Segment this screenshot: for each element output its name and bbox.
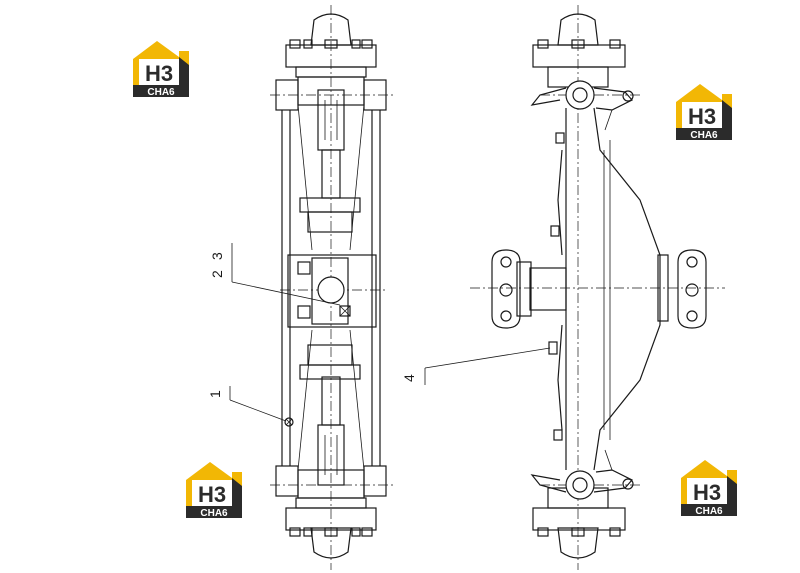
logo-word: CHA6 [690,130,718,141]
logo-word: CHA6 [147,87,175,98]
callout-3: 3 [209,252,225,260]
house-logo-icon: H3 CHA6 [681,460,737,517]
logo-word: CHA6 [695,506,723,517]
watermark-logo: H3 CHA6 [129,37,193,99]
logo-mark: H3 [688,104,716,129]
logo-mark: H3 [198,482,226,507]
house-logo-icon: H3 CHA6 [186,462,242,519]
watermark-logo: H3 CHA6 [677,456,741,518]
callout-leader-right [424,347,551,385]
callout-1: 1 [207,390,223,398]
left-view [270,5,395,570]
right-view [470,5,725,570]
callout-2: 2 [209,270,225,278]
house-logo-icon: H3 CHA6 [133,41,189,98]
house-logo-icon: H3 CHA6 [676,84,732,141]
watermark-logo: H3 CHA6 [672,80,736,142]
callout-4: 4 [401,374,417,382]
logo-mark: H3 [693,480,721,505]
logo-word: CHA6 [200,508,228,519]
logo-mark: H3 [145,61,173,86]
watermark-logo: H3 CHA6 [182,458,246,520]
callout-leaders-left [229,243,341,422]
